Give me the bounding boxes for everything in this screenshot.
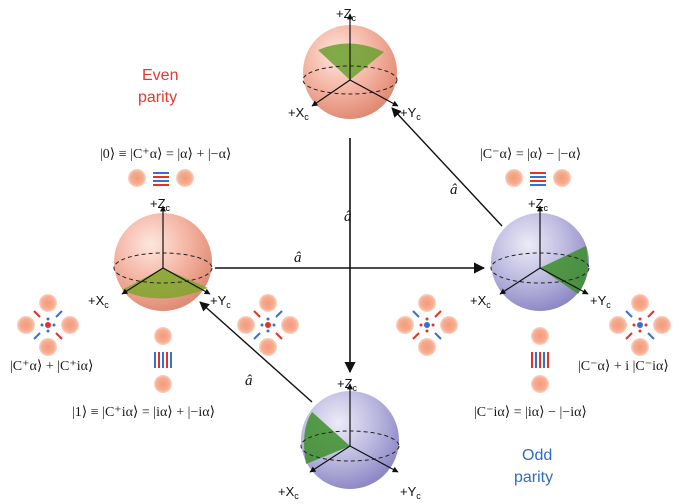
even-parity-label-line1: Even [142, 67, 178, 84]
x-axis-label: +Xc [88, 293, 109, 310]
x-axis [499, 267, 541, 295]
x-axis [121, 267, 164, 295]
green-wedge [304, 412, 350, 464]
y-axis [162, 267, 211, 295]
x-axis-label: +Xc [278, 484, 299, 501]
odd-parity-label-line2: parity [514, 469, 553, 486]
z-axis-label: +Zc [337, 376, 358, 393]
y-axis-label: +Yc [590, 293, 611, 310]
x-axis-label: +Xc [470, 293, 491, 310]
green-wedge [318, 43, 384, 80]
wigner-cat-odd-alpha [505, 169, 571, 187]
op-label-horizontal: â [294, 250, 302, 266]
arrow-right-to-top [391, 107, 503, 227]
bloch-sphere-left: +Zc +Xc +Yc [88, 196, 231, 311]
x-axis [311, 79, 351, 107]
odd-parity-label-line1: Odd [522, 447, 552, 464]
y-axis [349, 79, 399, 107]
equation-zero-state: |0⟩ ≡ |C⁺α⟩ = |α⟩ + |−α⟩ [100, 147, 231, 162]
op-label-diag-right: â [450, 182, 458, 198]
bloch-sphere-top: +Zc +Xc +Yc [288, 6, 421, 122]
z-axis-label: +Zc [336, 6, 357, 23]
op-label-vertical: â [344, 209, 352, 225]
wigner-cat-even-alpha [128, 169, 194, 187]
wigner-four-lobe-far-left [17, 294, 79, 356]
wigner-four-lobe-center-left [237, 294, 299, 356]
wigner-four-lobe-center-right [396, 294, 458, 356]
x-axis [309, 445, 351, 473]
equation-sum-minus: |C⁻α⟩ + i |C⁻iα⟩ [578, 359, 669, 374]
bloch-sphere-bottom: +Zc +Xc +Yc [278, 376, 421, 501]
wigner-cat-even-ialpha [154, 327, 172, 393]
y-axis-label: +Yc [400, 105, 421, 122]
op-label-diag-left: â [245, 373, 253, 389]
equation-c-minus-alpha: |C⁻α⟩ = |α⟩ − |−α⟩ [480, 147, 581, 162]
equation-one-state: |1⟩ ≡ |C⁺iα⟩ = |iα⟩ + |−iα⟩ [72, 405, 215, 420]
z-axis-label: +Zc [528, 196, 549, 213]
z-axis-label: +Zc [150, 196, 171, 213]
transition-arrows: â â â â [199, 107, 503, 403]
y-axis [539, 267, 589, 295]
y-axis-label: +Yc [400, 484, 421, 501]
bloch-sphere-right: +Zc +Xc +Yc [470, 196, 611, 311]
wigner-cat-odd-ialpha [531, 327, 549, 393]
wigner-four-lobe-far-right [609, 294, 671, 356]
equation-sum-plus: |C⁺α⟩ + |C⁺iα⟩ [10, 359, 93, 374]
equation-c-minus-ialpha: |C⁻iα⟩ = |iα⟩ − |−iα⟩ [474, 405, 587, 420]
y-axis-label: +Yc [210, 293, 231, 310]
even-parity-label-line2: parity [138, 89, 177, 106]
arrow-bottom-to-left [199, 301, 313, 403]
x-axis-label: +Xc [288, 105, 309, 122]
y-axis [349, 445, 399, 473]
